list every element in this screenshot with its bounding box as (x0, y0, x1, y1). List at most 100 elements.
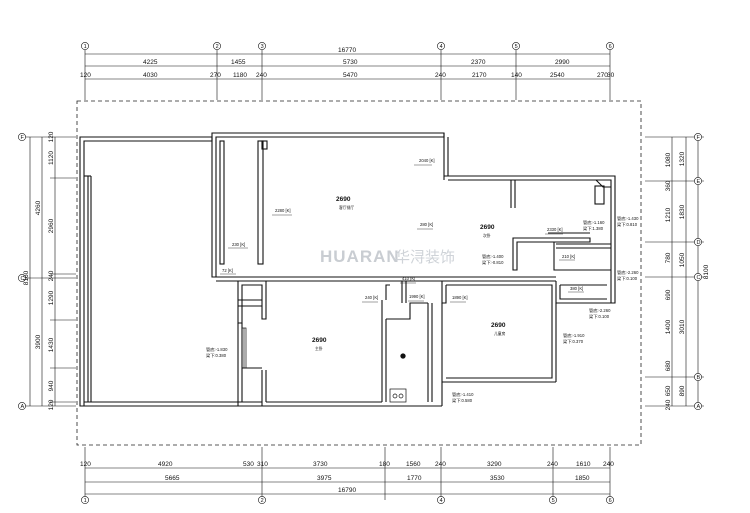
right-dim-2: 1830 (679, 204, 686, 219)
right-sub-4: 780 (665, 252, 672, 263)
room-name-1: 客厅餐厅 (339, 205, 354, 210)
top-sub-10: 2540 (550, 72, 565, 79)
bottom-total-dim: 16790 (338, 487, 356, 494)
left-axis-bubbles (18, 133, 26, 410)
top-dimensions (84, 50, 611, 100)
anno-3: 230 [K] (232, 242, 245, 247)
top-sub-1: 120 (80, 72, 91, 79)
anno-7: 1990 [K] (409, 294, 425, 299)
room-height-2: 2690 (312, 337, 327, 344)
right-dim-4: 3010 (679, 319, 686, 334)
room-label-kids: 2690 儿童房 (491, 322, 506, 336)
level-3b: 梁下:-0.810 (482, 259, 504, 266)
right-sub-1: 1080 (665, 152, 672, 167)
anno-5: 280 [K] (420, 222, 433, 227)
walls (79, 132, 616, 407)
room-name-2: 主卧 (315, 346, 323, 351)
bottom-dimensions (84, 447, 611, 500)
bottom-axis-bubbles (81, 496, 614, 504)
axis-C-left: C (21, 276, 25, 282)
left-dim-2: 3900 (35, 334, 42, 349)
axis-2-top: 2 (216, 44, 219, 50)
room-name-3: 次卧 (483, 233, 491, 238)
bottom-dim-4: 3530 (490, 475, 505, 482)
axis-A-left: A (21, 404, 25, 410)
bottom-dim-1: 5665 (165, 475, 180, 482)
anno-6: 240 [K] (365, 295, 378, 300)
room-label-second: 2690 次卧 (480, 224, 495, 238)
level-8a: 管底:-1.410 (452, 391, 474, 398)
top-sub-4: 1180 (233, 72, 247, 79)
level-7b: 梁下:0.380 (206, 352, 227, 359)
top-sub-12: 30 (607, 72, 615, 79)
left-sub-3: 2960 (48, 218, 55, 233)
axis-A-right: A (697, 404, 701, 410)
watermark-cn: 华浔装饰 (395, 248, 455, 266)
left-sub-7: 940 (48, 380, 55, 391)
bottom-sub-1: 120 (80, 461, 91, 468)
right-total-dim: 8100 (703, 264, 710, 279)
left-sub-5: 1290 (48, 290, 55, 305)
room-label-master: 2690 主卧 (312, 337, 327, 351)
axis-6-top: 6 (609, 44, 612, 50)
bottom-sub-5: 3730 (313, 461, 328, 468)
room-name-4: 儿童房 (494, 331, 506, 336)
room-label-living: 2690 客厅餐厅 (336, 196, 354, 210)
axis-E-right: E (697, 179, 701, 185)
top-axis-bubbles (81, 42, 614, 50)
level-1b: 梁下:1.380 (583, 225, 604, 232)
level-2b: 梁下:0.810 (617, 221, 638, 228)
axis-F-left: F (21, 135, 25, 141)
bottom-sub-11: 1610 (576, 461, 591, 468)
level-4b: 梁下:0.100 (617, 275, 638, 282)
room-height-1: 2690 (336, 196, 351, 203)
axis-3-top: 3 (261, 44, 264, 50)
anno-2: 2280 [K] (275, 208, 291, 213)
bottom-sub-2: 4920 (158, 461, 173, 468)
top-sub-11: 270 (597, 72, 608, 79)
bottom-dim-2: 3975 (317, 475, 332, 482)
top-dim-1: 4225 (143, 59, 158, 66)
right-dim-5: 890 (679, 385, 686, 396)
left-sub-2: 1120 (48, 151, 55, 165)
axis-B-right: B (697, 375, 701, 381)
top-dim-2: 1455 (231, 59, 246, 66)
right-sub-9: 240 (665, 399, 672, 410)
right-sub-2: 360 (665, 180, 672, 191)
level-4a: 管底:-2.260 (617, 269, 639, 276)
axis-4-top: 4 (440, 44, 443, 50)
bottom-sub-10: 240 (547, 461, 558, 468)
bottom-sub-7: 1560 (406, 461, 421, 468)
bottom-sub-4: 310 (257, 461, 268, 468)
bottom-sub-3: 530 (243, 461, 254, 468)
top-sub-6: 5470 (343, 72, 358, 79)
anno-8: 410 [K] (402, 276, 415, 281)
level-6b: 梁下:0.370 (563, 338, 584, 345)
top-dim-4: 2370 (471, 59, 486, 66)
right-dim-3: 1050 (679, 252, 686, 267)
level-3a: 管底:-1.400 (482, 253, 504, 260)
right-sub-6: 1400 (665, 319, 672, 334)
level-5b: 梁下:0.100 (589, 313, 610, 320)
right-sub-8: 650 (665, 385, 672, 396)
top-sub-9: 140 (511, 72, 522, 79)
right-dimensions (645, 136, 704, 407)
top-sub-8: 2170 (472, 72, 487, 79)
bottom-sub-6: 180 (379, 461, 390, 468)
axis-D-right: D (697, 240, 701, 246)
bottom-dim-3: 1770 (407, 475, 422, 482)
top-sub-3: 270 (210, 72, 221, 79)
right-dim-1: 1320 (679, 151, 686, 166)
top-sub-2: 4030 (143, 72, 158, 79)
axis-1-top: 1 (84, 44, 87, 50)
anno-9: 1890 [K] (452, 295, 468, 300)
anno-1: 2040 [K] (419, 158, 435, 163)
left-dimensions (24, 136, 76, 407)
fixtures (241, 327, 407, 403)
left-sub-6: 1430 (48, 337, 55, 352)
right-sub-3: 1210 (665, 207, 672, 222)
top-sub-7: 240 (435, 72, 446, 79)
anno-11: 210 [K] (562, 254, 575, 259)
left-sub-1: 120 (48, 131, 55, 142)
axis-F-right: F (697, 135, 701, 141)
